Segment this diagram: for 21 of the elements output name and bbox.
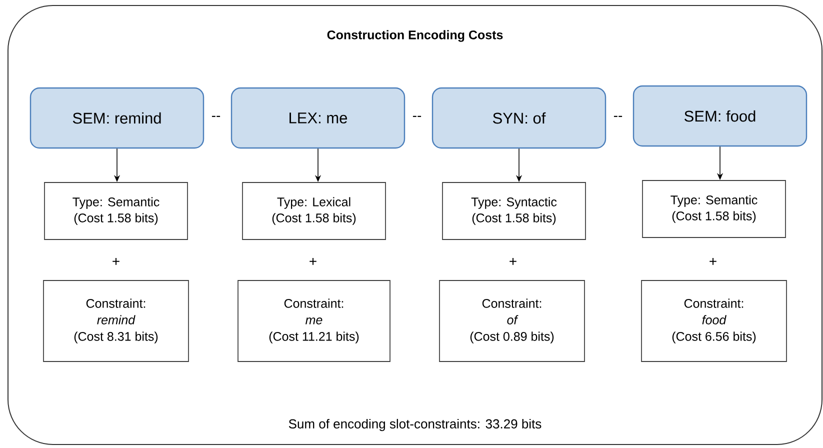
slot-box: SEM: remind: [30, 87, 204, 149]
type-box: Type: Lexical (Cost 1.58 bits): [242, 182, 386, 240]
dash-separator: --: [212, 116, 220, 117]
constraint-box: Constraint: remind (Cost 8.31 bits): [43, 280, 189, 362]
dash-separator: --: [614, 116, 622, 117]
constraint-box: Constraint: of (Cost 0.89 bits): [439, 280, 585, 362]
plus-sign: +: [310, 258, 316, 265]
plus-sign: +: [112, 258, 120, 265]
slot-box: SYN: of: [432, 87, 606, 149]
plus-sign: +: [710, 258, 716, 265]
constraint-box: Constraint: food (Cost 6.56 bits): [641, 280, 787, 362]
plus-sign: +: [510, 258, 516, 265]
dash-separator: --: [412, 116, 422, 117]
type-box: Type: Semantic (Cost 1.58 bits): [642, 180, 786, 238]
constraint-box: Constraint: me (Cost 11.21 bits): [238, 280, 390, 362]
slot-box: LEX: me: [230, 87, 406, 149]
type-box: Type: Semantic (Cost 1.58 bits): [44, 182, 188, 240]
title: Construction Encoding Costs: [327, 30, 503, 42]
sum-note: Sum of encoding slot-constraints: 33.29 bits: [288, 418, 542, 432]
slot-box: SEM: food: [632, 85, 808, 147]
type-box: Type: Syntactic (Cost 1.58 bits): [442, 182, 586, 240]
